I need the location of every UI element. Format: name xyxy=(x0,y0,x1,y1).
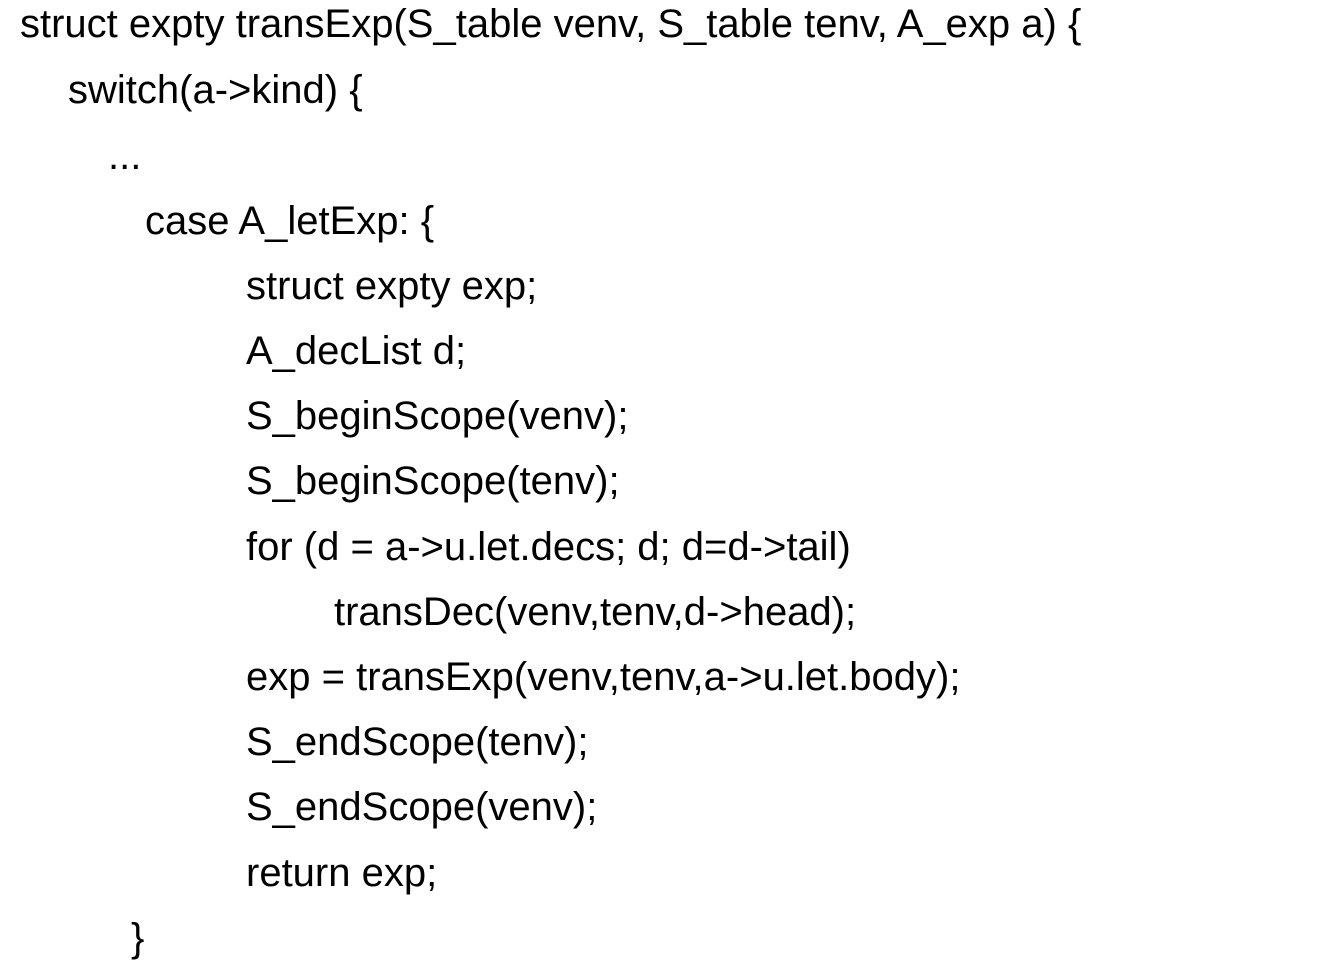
code-line-trans-exp-body: exp = transExp(venv,tenv,a->u.let.body); xyxy=(246,655,961,699)
code-line-trans-dec: transDec(venv,tenv,d->head); xyxy=(334,590,857,634)
code-line-for-loop: for (d = a->u.let.decs; d; d=d->tail) xyxy=(246,525,851,569)
code-line-switch: switch(a->kind) { xyxy=(68,68,363,112)
code-line-ellipsis: ... xyxy=(108,134,142,178)
code-line-return: return exp; xyxy=(246,851,438,895)
code-line-end-scope-venv: S_endScope(venv); xyxy=(246,785,598,829)
code-line-case-let: case A_letExp: { xyxy=(145,199,435,243)
code-line-end-scope-tenv: S_endScope(tenv); xyxy=(246,720,589,764)
code-line-decl-exp: struct expty exp; xyxy=(246,264,538,308)
code-line-decl-d: A_decList d; xyxy=(246,329,467,373)
code-line-function-signature: struct expty transExp(S_table venv, S_ta… xyxy=(20,2,1082,46)
code-line-begin-scope-tenv: S_beginScope(tenv); xyxy=(246,459,620,503)
code-line-close-brace: } xyxy=(131,916,145,960)
code-line-begin-scope-venv: S_beginScope(venv); xyxy=(246,394,629,438)
